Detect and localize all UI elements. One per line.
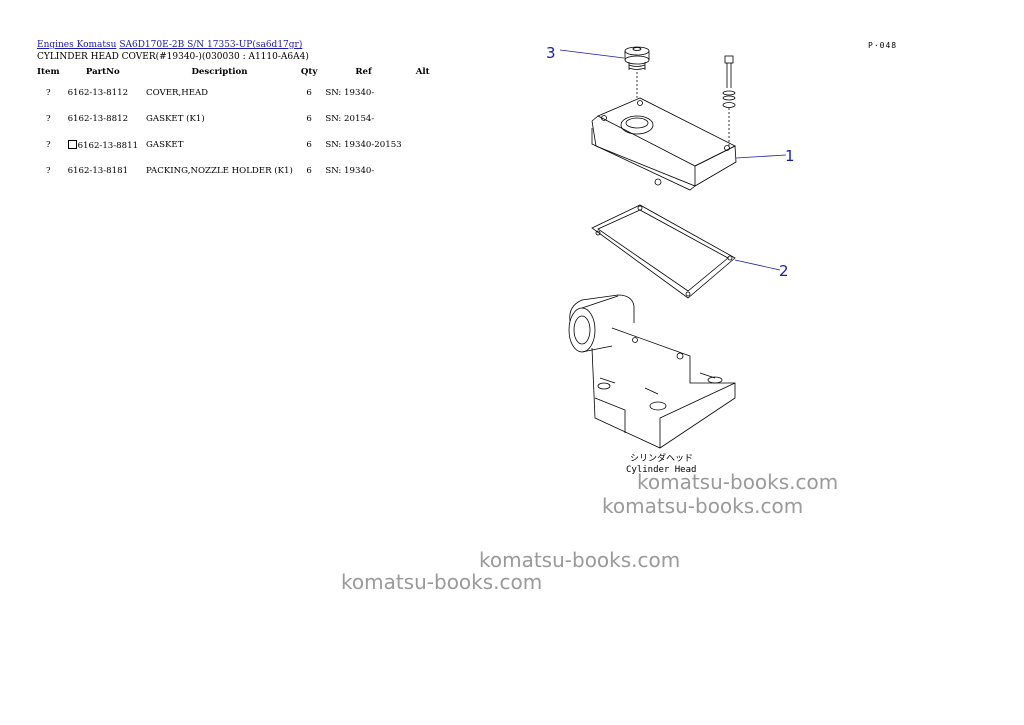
cell-item: ? bbox=[45, 114, 51, 124]
cell-alt bbox=[406, 106, 440, 132]
cell-qty: 6 bbox=[306, 166, 312, 176]
table-header-row: Item PartNo Description Qty Ref Alt bbox=[33, 64, 440, 80]
page-number: P·048 bbox=[868, 41, 898, 50]
cell-partno-text: 6162-13-8811 bbox=[77, 140, 139, 151]
callout-1: 1 bbox=[785, 147, 795, 165]
gasket-part bbox=[591, 204, 736, 299]
parts-table: Item PartNo Description Qty Ref Alt ? 61… bbox=[33, 64, 440, 184]
breadcrumb-link-engines[interactable]: Engines Komatsu bbox=[37, 40, 117, 50]
header-description: Description bbox=[191, 67, 248, 77]
exploded-parts-diagram: 3 1 2 シリンダヘッド Cylinder Head bbox=[546, 44, 795, 475]
header-ref: Ref bbox=[355, 67, 372, 77]
header-partno: PartNo bbox=[85, 67, 120, 77]
cell-partno: 6162-13-8812 bbox=[67, 114, 129, 124]
cell-ref: SN: 19340-20153 bbox=[325, 140, 402, 150]
cell-ref: SN: 19340- bbox=[325, 88, 375, 98]
cell-alt bbox=[406, 158, 440, 184]
bolt-part bbox=[722, 55, 736, 108]
cell-alt bbox=[406, 80, 440, 106]
cell-description: COVER,HEAD bbox=[146, 88, 209, 98]
cell-ref: SN: 19340- bbox=[325, 166, 375, 176]
cell-qty: 6 bbox=[306, 140, 312, 150]
cell-item: ? bbox=[45, 88, 51, 98]
watermark-text: komatsu-books.com bbox=[637, 470, 839, 494]
watermark-text: komatsu-books.com bbox=[341, 570, 543, 594]
table-row: ? 6162-13-8112 COVER,HEAD 6 SN: 19340- bbox=[33, 80, 440, 106]
cell-description: GASKET (K1) bbox=[146, 114, 205, 124]
cell-ref: SN: 20154- bbox=[325, 114, 375, 124]
header-item: Item bbox=[37, 67, 60, 77]
cylinder-head-part bbox=[568, 294, 736, 449]
cell-item: ? bbox=[45, 166, 51, 176]
plug-part bbox=[624, 46, 650, 70]
watermark-text: komatsu-books.com bbox=[479, 548, 681, 572]
callout-2: 2 bbox=[779, 262, 789, 280]
cell-qty: 6 bbox=[306, 88, 312, 98]
page-title: CYLINDER HEAD COVER(#19340-)(030030 : A1… bbox=[37, 52, 309, 62]
diagram-label-en: Cylinder Head bbox=[626, 465, 696, 475]
breadcrumb: Engines Komatsu SA6D170E-2B S/N 17353-UP… bbox=[37, 40, 302, 50]
breadcrumb-link-model[interactable]: SA6D170E-2B S/N 17353-UP(sa6d17gr) bbox=[119, 40, 303, 50]
table-row: ? 6162-13-8181 PACKING,NOZZLE HOLDER (K1… bbox=[33, 158, 440, 184]
cell-partno: 6162-13-8811 bbox=[64, 132, 142, 158]
cell-alt bbox=[406, 132, 440, 158]
table-row: ? 6162-13-8812 GASKET (K1) 6 SN: 20154- bbox=[33, 106, 440, 132]
cell-qty: 6 bbox=[306, 114, 312, 124]
cell-partno: 6162-13-8181 bbox=[67, 166, 129, 176]
checkbox-icon bbox=[67, 139, 77, 149]
cell-description: GASKET bbox=[146, 140, 184, 150]
cell-description: PACKING,NOZZLE HOLDER (K1) bbox=[146, 166, 293, 176]
watermark-text: komatsu-books.com bbox=[602, 494, 804, 518]
header-alt: Alt bbox=[415, 67, 430, 77]
head-cover-part bbox=[591, 97, 737, 191]
cell-partno: 6162-13-8112 bbox=[67, 88, 129, 98]
table-row: ? 6162-13-8811 GASKET 6 SN: 19340-20153 bbox=[33, 132, 440, 158]
header-qty: Qty bbox=[300, 67, 318, 77]
callout-3: 3 bbox=[546, 44, 556, 62]
cell-item: ? bbox=[45, 140, 51, 150]
diagram-label-jp: シリンダヘッド bbox=[630, 452, 693, 464]
